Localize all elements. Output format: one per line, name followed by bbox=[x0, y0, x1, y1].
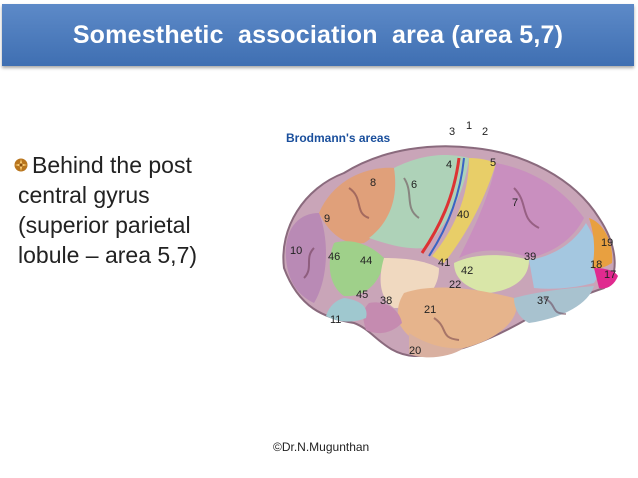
area-label-17: 17 bbox=[604, 269, 616, 281]
area-labels: 3 1 2 4 5 8 6 7 9 40 10 46 44 41 42 39 1… bbox=[290, 120, 616, 357]
area-label-38: 38 bbox=[380, 295, 392, 307]
slide-title-bar: Somesthetic association area (area 5,7) bbox=[2, 4, 634, 66]
bullet-line-4: lobule – area 5,7) bbox=[18, 242, 198, 268]
area-label-45: 45 bbox=[356, 289, 368, 301]
area-label-37: 37 bbox=[537, 295, 549, 307]
area-label-1: 1 bbox=[466, 120, 472, 132]
area-label-22: 22 bbox=[449, 279, 461, 291]
area-label-44: 44 bbox=[360, 255, 372, 267]
area-label-11: 11 bbox=[330, 314, 341, 326]
bullet-text-block: Behind the post central gyrus (superior … bbox=[14, 150, 254, 270]
figure-heading: Brodmann's areas bbox=[286, 131, 391, 145]
area-label-9: 9 bbox=[324, 213, 330, 225]
area-label-4: 4 bbox=[446, 159, 452, 171]
area-label-3: 3 bbox=[449, 126, 455, 138]
bullet-line-2: central gyrus bbox=[18, 182, 150, 208]
area-label-6: 6 bbox=[411, 179, 417, 191]
area-label-18: 18 bbox=[590, 259, 602, 271]
area-label-39: 39 bbox=[524, 251, 536, 263]
area-label-7: 7 bbox=[512, 197, 518, 209]
area-label-21: 21 bbox=[424, 304, 436, 316]
bullet-line-3: (superior parietal bbox=[18, 212, 191, 238]
area-label-5: 5 bbox=[490, 157, 496, 169]
copyright-footer: ©Dr.N.Mugunthan bbox=[273, 440, 370, 454]
area-label-8: 8 bbox=[370, 177, 376, 189]
area-label-2: 2 bbox=[482, 126, 488, 138]
area-label-46: 46 bbox=[328, 251, 340, 263]
area-label-19: 19 bbox=[601, 237, 613, 249]
area-label-20: 20 bbox=[409, 345, 421, 357]
slide-title: Somesthetic association area (area 5,7) bbox=[72, 20, 564, 49]
area-label-10: 10 bbox=[290, 245, 302, 257]
flower-bullet-icon bbox=[14, 158, 28, 172]
brodmann-brain-figure: Brodmann's areas 3 1 2 4 5 8 6 7 9 40 10… bbox=[282, 120, 618, 358]
area-label-41: 41 bbox=[438, 257, 450, 269]
bullet-line-1: Behind the post bbox=[32, 152, 192, 178]
area-label-42: 42 bbox=[461, 265, 473, 277]
area-label-40: 40 bbox=[457, 209, 469, 221]
